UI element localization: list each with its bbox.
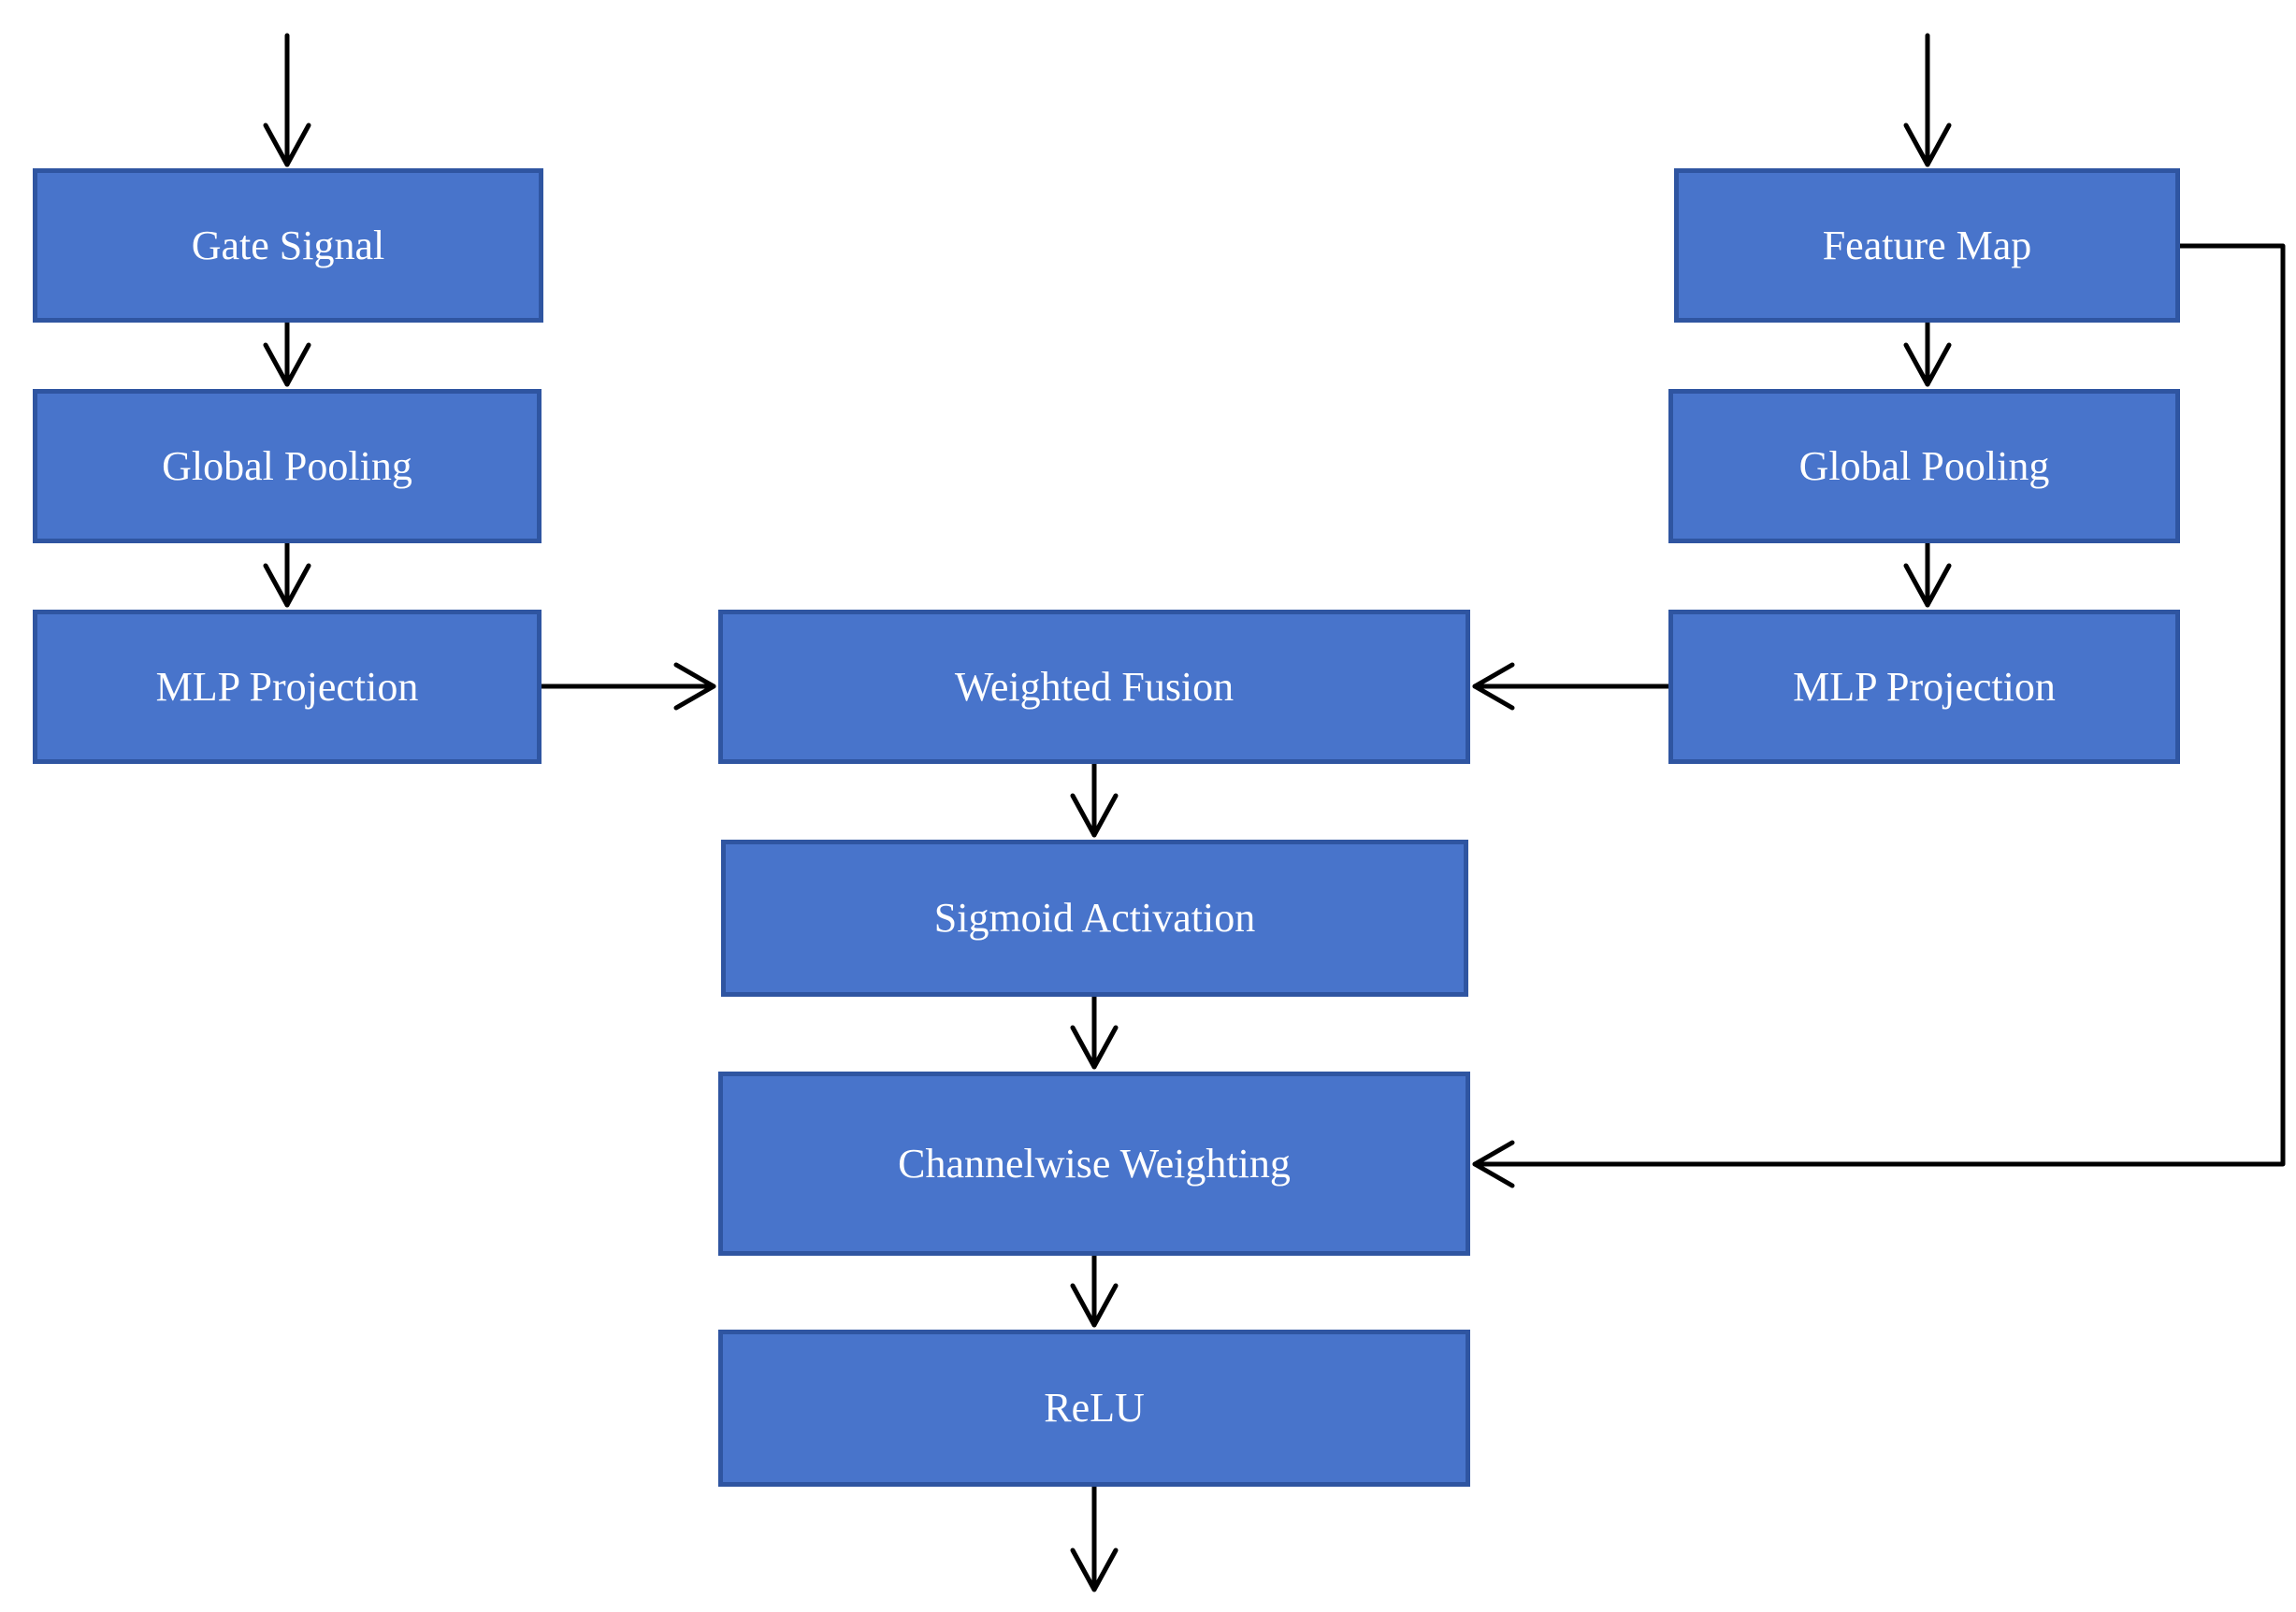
arrowhead-pooling-to-mlp-left: [263, 563, 311, 608]
sigmoid-activation-label: Sigmoid Activation: [933, 895, 1256, 941]
arrowhead-gate-to-pooling-left: [263, 342, 311, 387]
arrowhead-sigmoid-to-channelwise: [1070, 1025, 1119, 1070]
arrow-feature-skip-to-channelwise: [1472, 243, 2286, 1167]
weighted-fusion-label: Weighted Fusion: [954, 663, 1235, 710]
arrowhead-feature-to-pooling-right: [1903, 342, 1952, 387]
arrowhead-relu-to-output: [1070, 1547, 1119, 1592]
weighted-fusion-box: Weighted Fusion: [718, 610, 1470, 764]
arrowhead-fusion-to-sigmoid: [1070, 793, 1119, 838]
channelwise-weighting-box: Channelwise Weighting: [718, 1072, 1470, 1256]
arrowhead-pooling-to-mlp-right: [1903, 563, 1952, 608]
global-pooling-left-label: Global Pooling: [162, 442, 412, 489]
gate-signal-box: Gate Signal: [33, 168, 543, 323]
mlp-projection-right-label: MLP Projection: [1793, 663, 2056, 710]
arrowhead-feature-skip-to-channelwise: [1472, 1140, 1515, 1188]
feature-map-box: Feature Map: [1674, 168, 2180, 323]
relu-label: ReLU: [1044, 1385, 1145, 1431]
sigmoid-activation-box: Sigmoid Activation: [721, 840, 1468, 997]
mlp-projection-left-label: MLP Projection: [155, 663, 419, 710]
arrowhead-input-to-gate-signal: [263, 122, 311, 167]
arrowhead-mlp-left-to-fusion: [673, 662, 716, 711]
feature-map-label: Feature Map: [1822, 222, 2032, 268]
arrowhead-channelwise-to-relu: [1070, 1283, 1119, 1328]
arrowhead-input-to-feature-map: [1903, 122, 1952, 167]
relu-box: ReLU: [718, 1330, 1470, 1487]
mlp-projection-right-box: MLP Projection: [1668, 610, 2180, 764]
gate-signal-label: Gate Signal: [191, 222, 385, 268]
global-pooling-right-label: Global Pooling: [1798, 442, 2050, 489]
channelwise-weighting-label: Channelwise Weighting: [898, 1140, 1291, 1187]
arrowhead-mlp-right-to-fusion: [1472, 662, 1515, 711]
mlp-projection-left-box: MLP Projection: [33, 610, 542, 764]
global-pooling-left-box: Global Pooling: [33, 389, 542, 543]
global-pooling-right-box: Global Pooling: [1668, 389, 2180, 543]
